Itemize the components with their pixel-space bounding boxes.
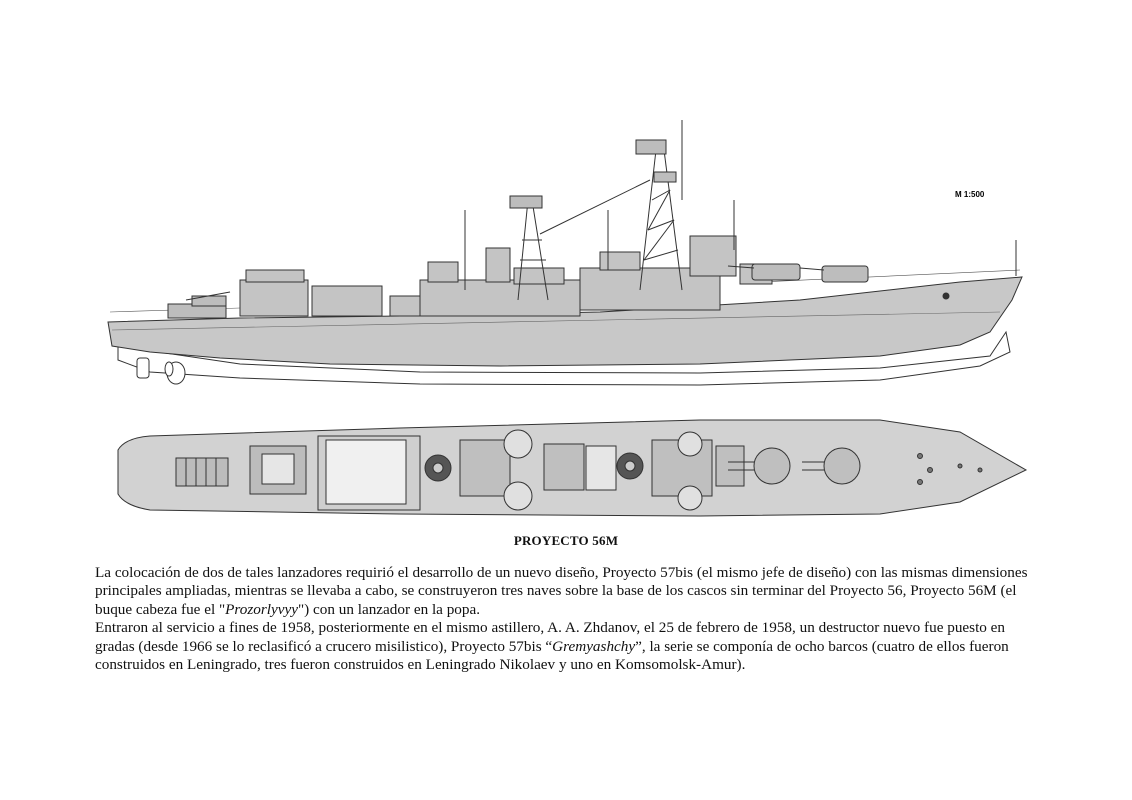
body-text: La colocación de dos de tales lanzadores… — [95, 564, 1045, 674]
forward-turrets — [727, 263, 869, 283]
stern-launcher-plan — [175, 445, 307, 495]
paragraph-1-text: La colocación de dos de tales lanzadores… — [95, 564, 1028, 618]
superstructure-plan — [459, 429, 745, 511]
paragraph-1: La colocación de dos de tales lanzadores… — [95, 564, 1045, 619]
scale-label: M 1:500 — [955, 190, 985, 199]
plan-view — [117, 419, 1028, 517]
paragraph-2-text-end: ”, la serie se componía de ocho barcos (… — [95, 637, 1009, 674]
ship-name-gremyashchy: Gremyashchy — [552, 637, 636, 655]
bow-fittings — [917, 453, 983, 485]
side-profile-view — [107, 120, 1023, 386]
aft-launcher — [167, 291, 231, 319]
deck-reels — [424, 452, 644, 482]
ship-drawing: M 1:500 — [107, 120, 1028, 517]
deckhouse-plan — [317, 435, 421, 511]
forward-turrets-plan — [728, 447, 861, 485]
underwater-hull — [117, 330, 1011, 386]
paragraph-2-text: Entraron al servicio a fines de 1958, po… — [95, 619, 1006, 655]
mid-superstructure — [419, 235, 773, 317]
main-mast — [539, 120, 735, 291]
aft-superstructure — [239, 269, 431, 317]
paragraph-2: Entraron al servicio a fines de 1958, po… — [95, 619, 1045, 674]
ship-name-prozorlyvyy: Prozorlyvyy — [225, 600, 298, 618]
aft-mast — [464, 195, 549, 301]
paragraph-1-text-end: ") con un lanzador en la popa. — [297, 600, 481, 618]
figure-caption: PROYECTO 56M — [513, 533, 619, 548]
propeller — [136, 357, 186, 385]
